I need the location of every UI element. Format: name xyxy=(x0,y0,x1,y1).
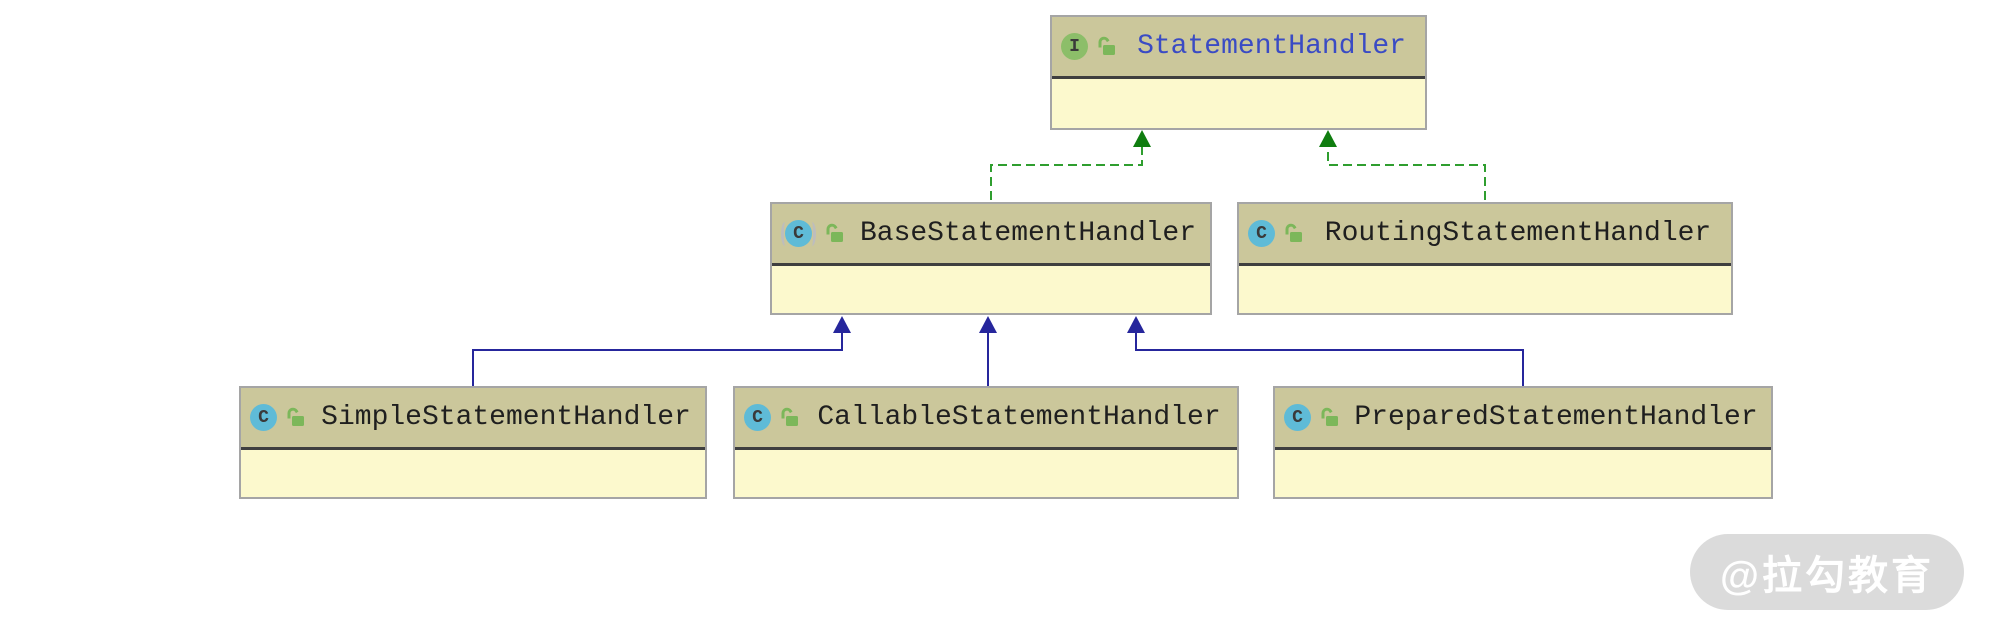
class-badge: C xyxy=(744,404,771,431)
open-lock-icon xyxy=(1096,36,1118,58)
open-lock-icon xyxy=(1283,223,1305,245)
node-header: C PreparedStatementHandler xyxy=(1275,388,1771,450)
node-body-empty xyxy=(1239,266,1731,313)
class-icon: C xyxy=(1284,404,1311,431)
class-name-label: CallableStatementHandler xyxy=(817,402,1221,433)
inheritance-edge-prepared-to-base[interactable] xyxy=(1127,316,1524,388)
node-header: C RoutingStatementHandler xyxy=(1239,204,1731,266)
interface-icon: I xyxy=(1061,33,1088,60)
class-icon: C xyxy=(250,404,277,431)
class-node-base-statement-handler[interactable]: C BaseStatementHandler xyxy=(770,202,1212,315)
class-badge: C xyxy=(250,404,277,431)
class-badge: C xyxy=(1248,220,1275,247)
interface-badge: I xyxy=(1061,33,1088,60)
class-badge: C xyxy=(1284,404,1311,431)
node-body-empty xyxy=(241,450,705,497)
node-body-empty xyxy=(735,450,1237,497)
triangle-arrowhead xyxy=(1127,316,1145,333)
class-name-label: StatementHandler xyxy=(1137,31,1406,62)
hollow-triangle-arrowhead xyxy=(1319,130,1337,147)
abstract-class-icon: C xyxy=(781,220,816,247)
hollow-triangle-arrowhead xyxy=(1133,130,1151,147)
inheritance-edge-simple-to-base[interactable] xyxy=(472,316,851,388)
open-lock-icon xyxy=(824,223,846,245)
class-name-label: RoutingStatementHandler xyxy=(1324,218,1712,249)
class-icon: C xyxy=(1248,220,1275,247)
class-name-label: PreparedStatementHandler xyxy=(1354,402,1758,433)
abstract-paren-left-icon xyxy=(781,221,789,246)
open-lock-icon xyxy=(1319,407,1341,429)
watermark-text: @拉勾教育 xyxy=(1719,554,1934,598)
class-node-callable-statement-handler[interactable]: C CallableStatementHandler xyxy=(733,386,1239,499)
node-body-empty xyxy=(772,266,1210,313)
node-header: C SimpleStatementHandler xyxy=(241,388,705,450)
class-node-prepared-statement-handler[interactable]: C PreparedStatementHandler xyxy=(1273,386,1773,499)
class-icon: C xyxy=(744,404,771,431)
watermark-badge: @拉勾教育 xyxy=(1690,534,1964,610)
realization-edge-routing-to-statementhandler[interactable] xyxy=(1319,130,1486,200)
node-header: C CallableStatementHandler xyxy=(735,388,1237,450)
class-name-label: BaseStatementHandler xyxy=(859,218,1197,249)
class-node-statement-handler[interactable]: I StatementHandler xyxy=(1050,15,1427,130)
class-name-label: SimpleStatementHandler xyxy=(321,402,691,433)
triangle-arrowhead xyxy=(979,316,997,333)
inheritance-edge-callable-to-base[interactable] xyxy=(979,316,997,388)
open-lock-icon xyxy=(779,407,801,429)
realization-edge-base-to-statementhandler[interactable] xyxy=(990,130,1151,200)
node-header: I StatementHandler xyxy=(1052,17,1425,79)
abstract-paren-right-icon xyxy=(808,221,816,246)
node-header: C BaseStatementHandler xyxy=(772,204,1210,266)
class-node-simple-statement-handler[interactable]: C SimpleStatementHandler xyxy=(239,386,707,499)
triangle-arrowhead xyxy=(833,316,851,333)
class-node-routing-statement-handler[interactable]: C RoutingStatementHandler xyxy=(1237,202,1733,315)
open-lock-icon xyxy=(285,407,307,429)
node-body-empty xyxy=(1052,79,1425,128)
node-body-empty xyxy=(1275,450,1771,497)
